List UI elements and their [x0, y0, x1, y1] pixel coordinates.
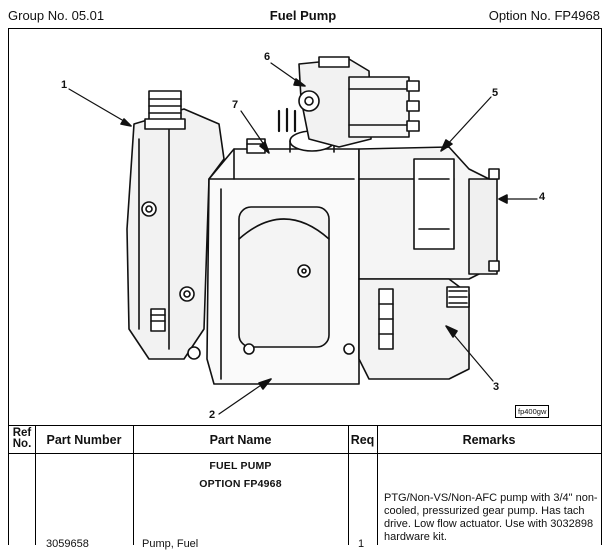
- col-header-ref-no: Ref No.: [9, 427, 35, 450]
- col-header-req: Req: [350, 433, 375, 447]
- callout-2: 2: [209, 409, 216, 421]
- col-header-remarks: Remarks: [462, 433, 516, 447]
- page-header: Group No. 05.01 Fuel Pump Option No. FP4…: [0, 0, 606, 26]
- option-number: Option No. FP4968: [488, 8, 600, 23]
- col-header-part-name: Part Name: [209, 433, 272, 447]
- parts-table: Ref No. Part Number Part Name Req Remark…: [8, 425, 602, 550]
- fuel-pump-illustration-frame: 1 2 3 4 5 6 7 fp400gw: [8, 28, 602, 425]
- section-option: OPTION FP4968: [199, 478, 282, 490]
- fuel-pump-illustration: [68, 56, 538, 415]
- req-cell: 1: [358, 538, 365, 550]
- section-title: FUEL PUMP: [209, 460, 272, 472]
- callout-5: 5: [492, 87, 499, 99]
- callout-3: 3: [493, 381, 500, 393]
- remarks-cell: PTG/Non-VS/Non-AFC pump with 3/4" non-co…: [384, 492, 598, 543]
- callout-6: 6: [264, 51, 271, 63]
- callout-1: 1: [61, 79, 68, 91]
- callout-7: 7: [232, 99, 239, 111]
- page-title: Fuel Pump: [269, 8, 337, 23]
- col-header-no: No.: [12, 438, 32, 450]
- callout-4: 4: [539, 191, 546, 203]
- group-number: Group No. 05.01: [8, 8, 105, 23]
- col-header-ref: Ref: [12, 427, 32, 439]
- part-number-cell: 3059658: [46, 538, 89, 550]
- col-header-part-number: Part Number: [46, 433, 122, 447]
- part-name-cell: Pump, Fuel: [142, 538, 199, 550]
- image-code-label: fp400gw: [515, 405, 550, 418]
